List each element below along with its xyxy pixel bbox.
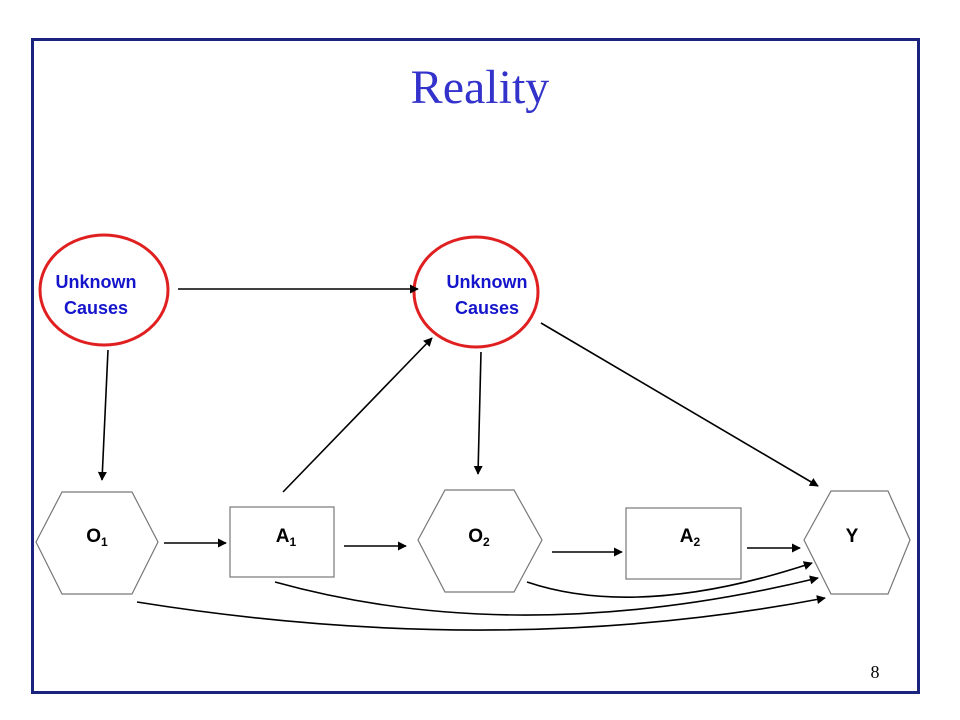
arrow-o2-to-y-curve <box>526 561 813 598</box>
arrow-causes2-to-o2 <box>473 351 483 475</box>
svg-text:O2: O2 <box>468 526 490 549</box>
a2-subscript: 2 <box>694 535 701 549</box>
o1-subscript: 1 <box>101 535 108 549</box>
svg-text:Unknown: Unknown <box>56 272 137 292</box>
unknown-causes-2-line2: Causes <box>455 298 519 318</box>
svg-text:Y: Y <box>846 526 859 547</box>
o1-label: O <box>86 526 101 547</box>
y-node: Y <box>803 490 911 595</box>
arrow-causes1-to-o1 <box>97 349 109 481</box>
unknown-causes-node-2: Unknown Causes <box>412 235 540 349</box>
a1-node: A1 <box>229 506 335 578</box>
o2-subscript: 2 <box>483 535 490 549</box>
unknown-causes-node-1: Unknown Causes <box>38 233 170 347</box>
arrow-causes2-to-y <box>540 322 819 487</box>
arrow-o1-to-y-curve <box>136 595 826 631</box>
svg-text:Causes: Causes <box>64 298 128 318</box>
a2-label: A <box>680 526 694 547</box>
a1-label: A <box>276 526 290 547</box>
y-label: Y <box>846 526 859 547</box>
unknown-causes-1-line1: Unknown <box>56 272 137 292</box>
a1-subscript: 1 <box>290 535 297 549</box>
svg-text:Unknown: Unknown <box>447 272 528 292</box>
o2-label: O <box>468 526 483 547</box>
a2-node: A2 <box>625 507 742 580</box>
slide-title: Reality <box>410 61 550 114</box>
arrow-a1-to-causes2 <box>282 337 433 493</box>
svg-text:Causes: Causes <box>455 298 519 318</box>
unknown-causes-2-line1: Unknown <box>447 272 528 292</box>
arrow-a1-to-y-curve <box>274 575 819 616</box>
page-number: 8 <box>870 662 880 682</box>
svg-text:O1: O1 <box>86 526 108 549</box>
unknown-causes-1-line2: Causes <box>64 298 128 318</box>
o1-node: O1 <box>35 491 159 595</box>
o2-node: O2 <box>417 489 543 593</box>
svg-text:A2: A2 <box>680 526 701 549</box>
svg-text:A1: A1 <box>276 526 297 549</box>
slide-frame <box>31 38 920 694</box>
